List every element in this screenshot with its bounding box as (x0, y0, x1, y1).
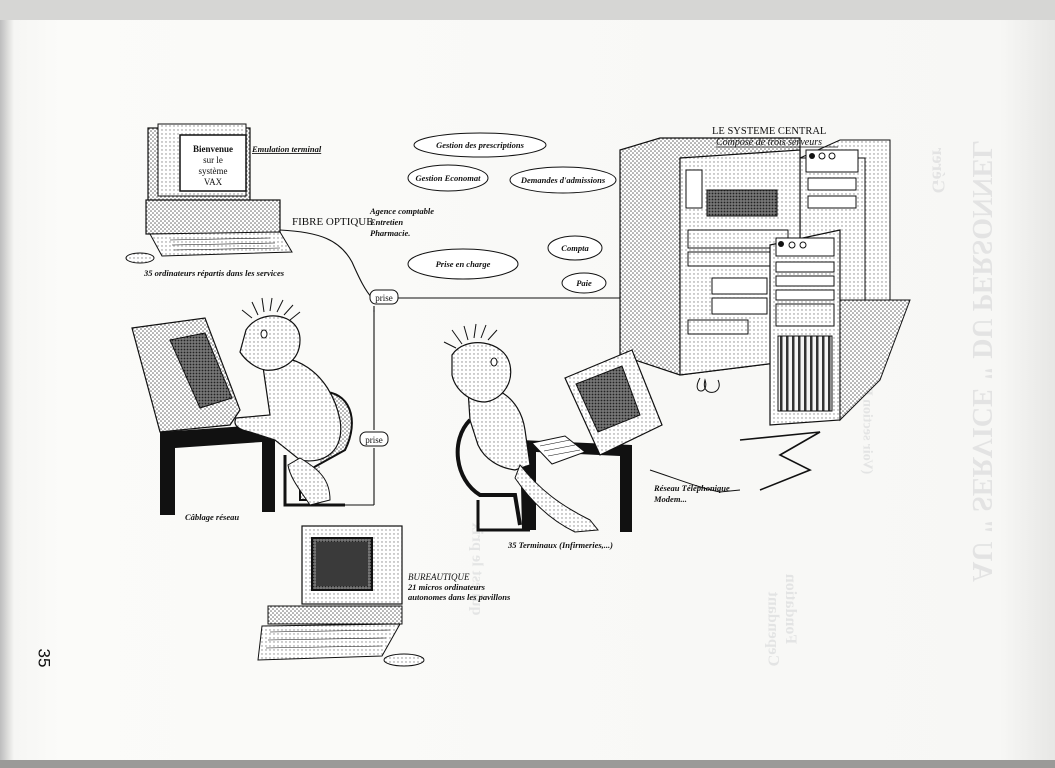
label-terminaux: 35 Terminaux (Infirmeries,...) (507, 540, 613, 550)
label-emulation-terminal: Emulation terminal (251, 144, 322, 154)
central-system-servers (619, 137, 911, 491)
label-bureautique-title: BUREAUTIQUE (408, 572, 470, 582)
module-label: Gestion des prescriptions (436, 140, 525, 150)
left-workstation (131, 297, 353, 515)
module-label: Prise en charge (436, 259, 491, 269)
module-label: Demandes d'admissions (520, 175, 606, 185)
page-number: 35 (34, 648, 54, 668)
network-cables (279, 229, 620, 506)
prise-label: prise (365, 435, 383, 445)
label-reseau-modem: Modem... (653, 494, 687, 504)
terminal-screen-line: système (199, 166, 228, 176)
label-ordinateurs-services: 35 ordinateurs répartis dans les service… (143, 268, 285, 278)
prise-connector: prise (369, 289, 399, 305)
vax-terminal-computer (125, 123, 293, 264)
bureautique-computer (257, 525, 425, 667)
terminal-screen-line: Bienvenue (193, 144, 233, 154)
label-reseau-telephonique: Réseau Téléphonique (653, 483, 730, 493)
label-fibre-optique: FIBRE OPTIQUE (292, 216, 373, 228)
scan-top-edge (0, 0, 1055, 20)
label-systeme-central: LE SYSTEME CENTRAL (712, 126, 826, 137)
module-ellipses (407, 132, 617, 294)
prise-label: prise (375, 293, 393, 303)
module-label: Paie (576, 278, 592, 288)
label-services-line: Entretien (369, 217, 403, 227)
module-label: Compta (561, 243, 589, 253)
label-services-line: Pharmacie. (370, 228, 410, 238)
prise-connector: prise (359, 431, 389, 447)
label-services-line: Agence comptable (369, 206, 434, 216)
scan-bottom-edge (0, 760, 1055, 768)
middle-workstation (443, 323, 741, 533)
terminal-screen-line: sur le (203, 155, 223, 165)
label-bureautique-line: autonomes dans les pavillons (408, 592, 511, 602)
server-tower (769, 229, 911, 426)
module-label: Gestion Economat (416, 173, 482, 183)
terminal-screen-line: VAX (204, 177, 223, 187)
label-trois-serveurs: Composé de trois serveurs (716, 137, 822, 148)
label-cablage-reseau: Câblage réseau (185, 512, 239, 522)
label-bureautique-line: 21 micros ordinateurs (407, 582, 486, 592)
